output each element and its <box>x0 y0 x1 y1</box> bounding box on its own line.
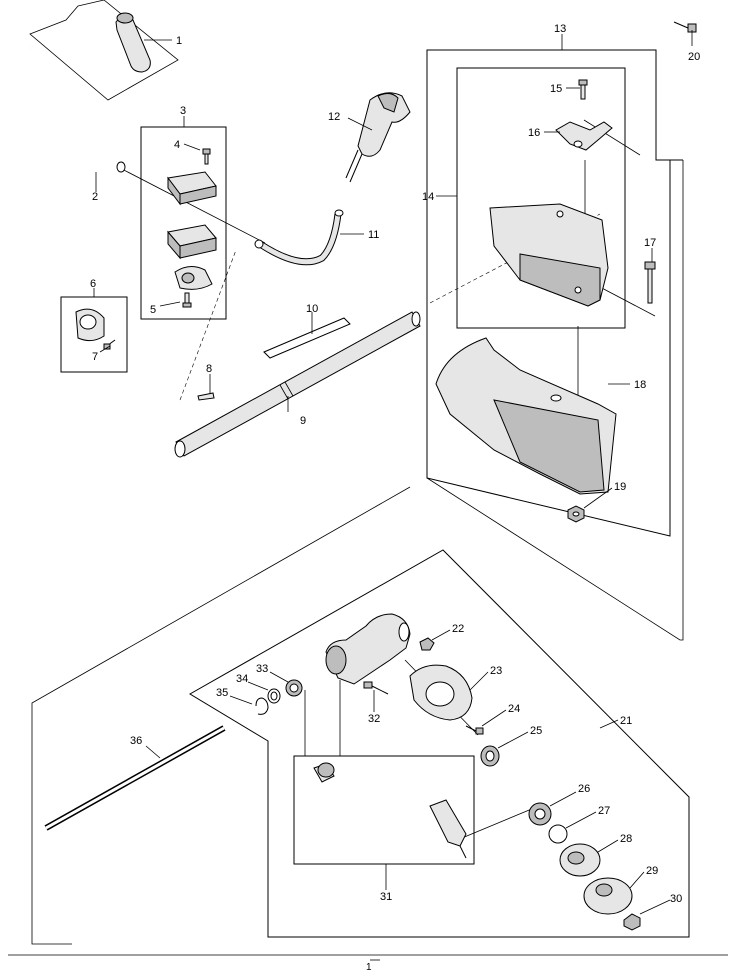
align-line-handle <box>119 167 266 244</box>
part-30-nut <box>623 913 641 931</box>
callout-labels: 1 2 3 4 5 6 7 8 9 10 11 12 13 14 15 16 1… <box>90 23 700 905</box>
callout-35: 35 <box>216 687 228 699</box>
part-17-bolt <box>644 261 656 304</box>
callout-32: 32 <box>368 713 380 725</box>
part-24-screw <box>465 725 484 735</box>
callout-2: 2 <box>92 191 98 203</box>
group-box-3 <box>140 126 227 320</box>
part-25-bearing <box>480 745 500 767</box>
part-33-bearing <box>285 679 303 697</box>
part-6-clamp <box>75 308 105 342</box>
group-box-13 <box>426 49 683 537</box>
align-line-guard <box>429 213 601 304</box>
callout-24: 24 <box>508 703 520 715</box>
callout-9: 9 <box>300 415 306 427</box>
page-number: 1 <box>366 962 372 973</box>
callout-11: 11 <box>368 229 379 241</box>
part-11-loop-handle <box>254 209 344 266</box>
group-outline-joint <box>426 160 684 641</box>
part-23-plate <box>409 664 473 721</box>
part-26-bearing <box>528 802 552 826</box>
callout-30: 30 <box>670 893 682 905</box>
part-16-bracket <box>555 121 613 151</box>
callout-21: 21 <box>620 715 632 727</box>
part-14-guard-upper <box>489 203 609 307</box>
part-3-clamp-lower <box>167 224 217 260</box>
part-36-drive-shaft <box>44 725 226 831</box>
part-35-circlip <box>255 697 269 715</box>
part-1-grip <box>115 12 151 73</box>
part-2-handle-pipe <box>27 47 126 173</box>
callout-14: 14 <box>422 191 434 203</box>
part-20-bolt <box>673 21 697 33</box>
callout-8: 8 <box>206 363 212 375</box>
callout-10: 10 <box>306 303 318 315</box>
part-29-cup <box>583 877 633 915</box>
callout-15: 15 <box>550 83 562 95</box>
part-8-key <box>197 392 215 401</box>
callout-18: 18 <box>634 379 646 391</box>
part-31-pinion <box>313 762 335 783</box>
group-box-31 <box>293 755 475 865</box>
callout-7: 7 <box>92 351 98 363</box>
part-32-bolt <box>363 681 389 695</box>
part-7-screw <box>103 339 116 350</box>
part-28-washer <box>559 843 601 877</box>
align-line-bracket <box>583 119 641 156</box>
callout-13: 13 <box>554 23 566 35</box>
callout-5: 5 <box>150 304 156 316</box>
callout-31: 31 <box>380 891 392 903</box>
callout-1: 1 <box>176 35 182 47</box>
callout-4: 4 <box>174 139 180 151</box>
callout-29: 29 <box>646 865 658 877</box>
callout-27: 27 <box>598 805 610 817</box>
callout-leaders <box>93 30 693 961</box>
part-27-circlip <box>548 824 568 844</box>
group-box-21 <box>189 549 690 938</box>
part-15-bolt <box>578 79 588 100</box>
part-3-clamp-upper <box>167 171 217 206</box>
align-line-pipe <box>179 249 237 401</box>
callout-36: 36 <box>130 735 142 747</box>
callout-20: 20 <box>688 51 700 63</box>
part-10-label-strip <box>263 317 351 359</box>
callout-3: 3 <box>180 105 186 117</box>
part-22-bolt <box>419 637 435 651</box>
callout-25: 25 <box>530 725 542 737</box>
callout-12: 12 <box>328 111 340 123</box>
callout-19: 19 <box>614 481 626 493</box>
callout-23: 23 <box>490 665 502 677</box>
align-line-guard-bolt <box>597 285 656 317</box>
part-12-throttle-grip <box>345 92 411 183</box>
callout-16: 16 <box>528 127 540 139</box>
part-5-bolt <box>182 292 192 308</box>
callout-17: 17 <box>644 237 656 249</box>
align-line-spindle <box>461 807 535 839</box>
part-34-washer <box>267 688 281 704</box>
callout-26: 26 <box>578 783 590 795</box>
callout-6: 6 <box>90 278 96 290</box>
part-19-nut <box>567 505 585 523</box>
group-box-14 <box>456 67 626 329</box>
group-outline-36 <box>31 486 411 945</box>
part-spindle <box>429 799 467 859</box>
part-4-bolt <box>202 148 211 165</box>
part-3-clamp-base <box>174 266 213 290</box>
callout-33: 33 <box>256 663 268 675</box>
group-outline-1 <box>29 0 179 101</box>
callout-22: 22 <box>452 623 464 635</box>
part-9-shaft-tube <box>174 311 421 458</box>
part-21-gear-housing <box>325 613 411 685</box>
part-18-guard-lower <box>435 337 617 495</box>
callout-34: 34 <box>236 673 248 685</box>
callout-28: 28 <box>620 833 632 845</box>
